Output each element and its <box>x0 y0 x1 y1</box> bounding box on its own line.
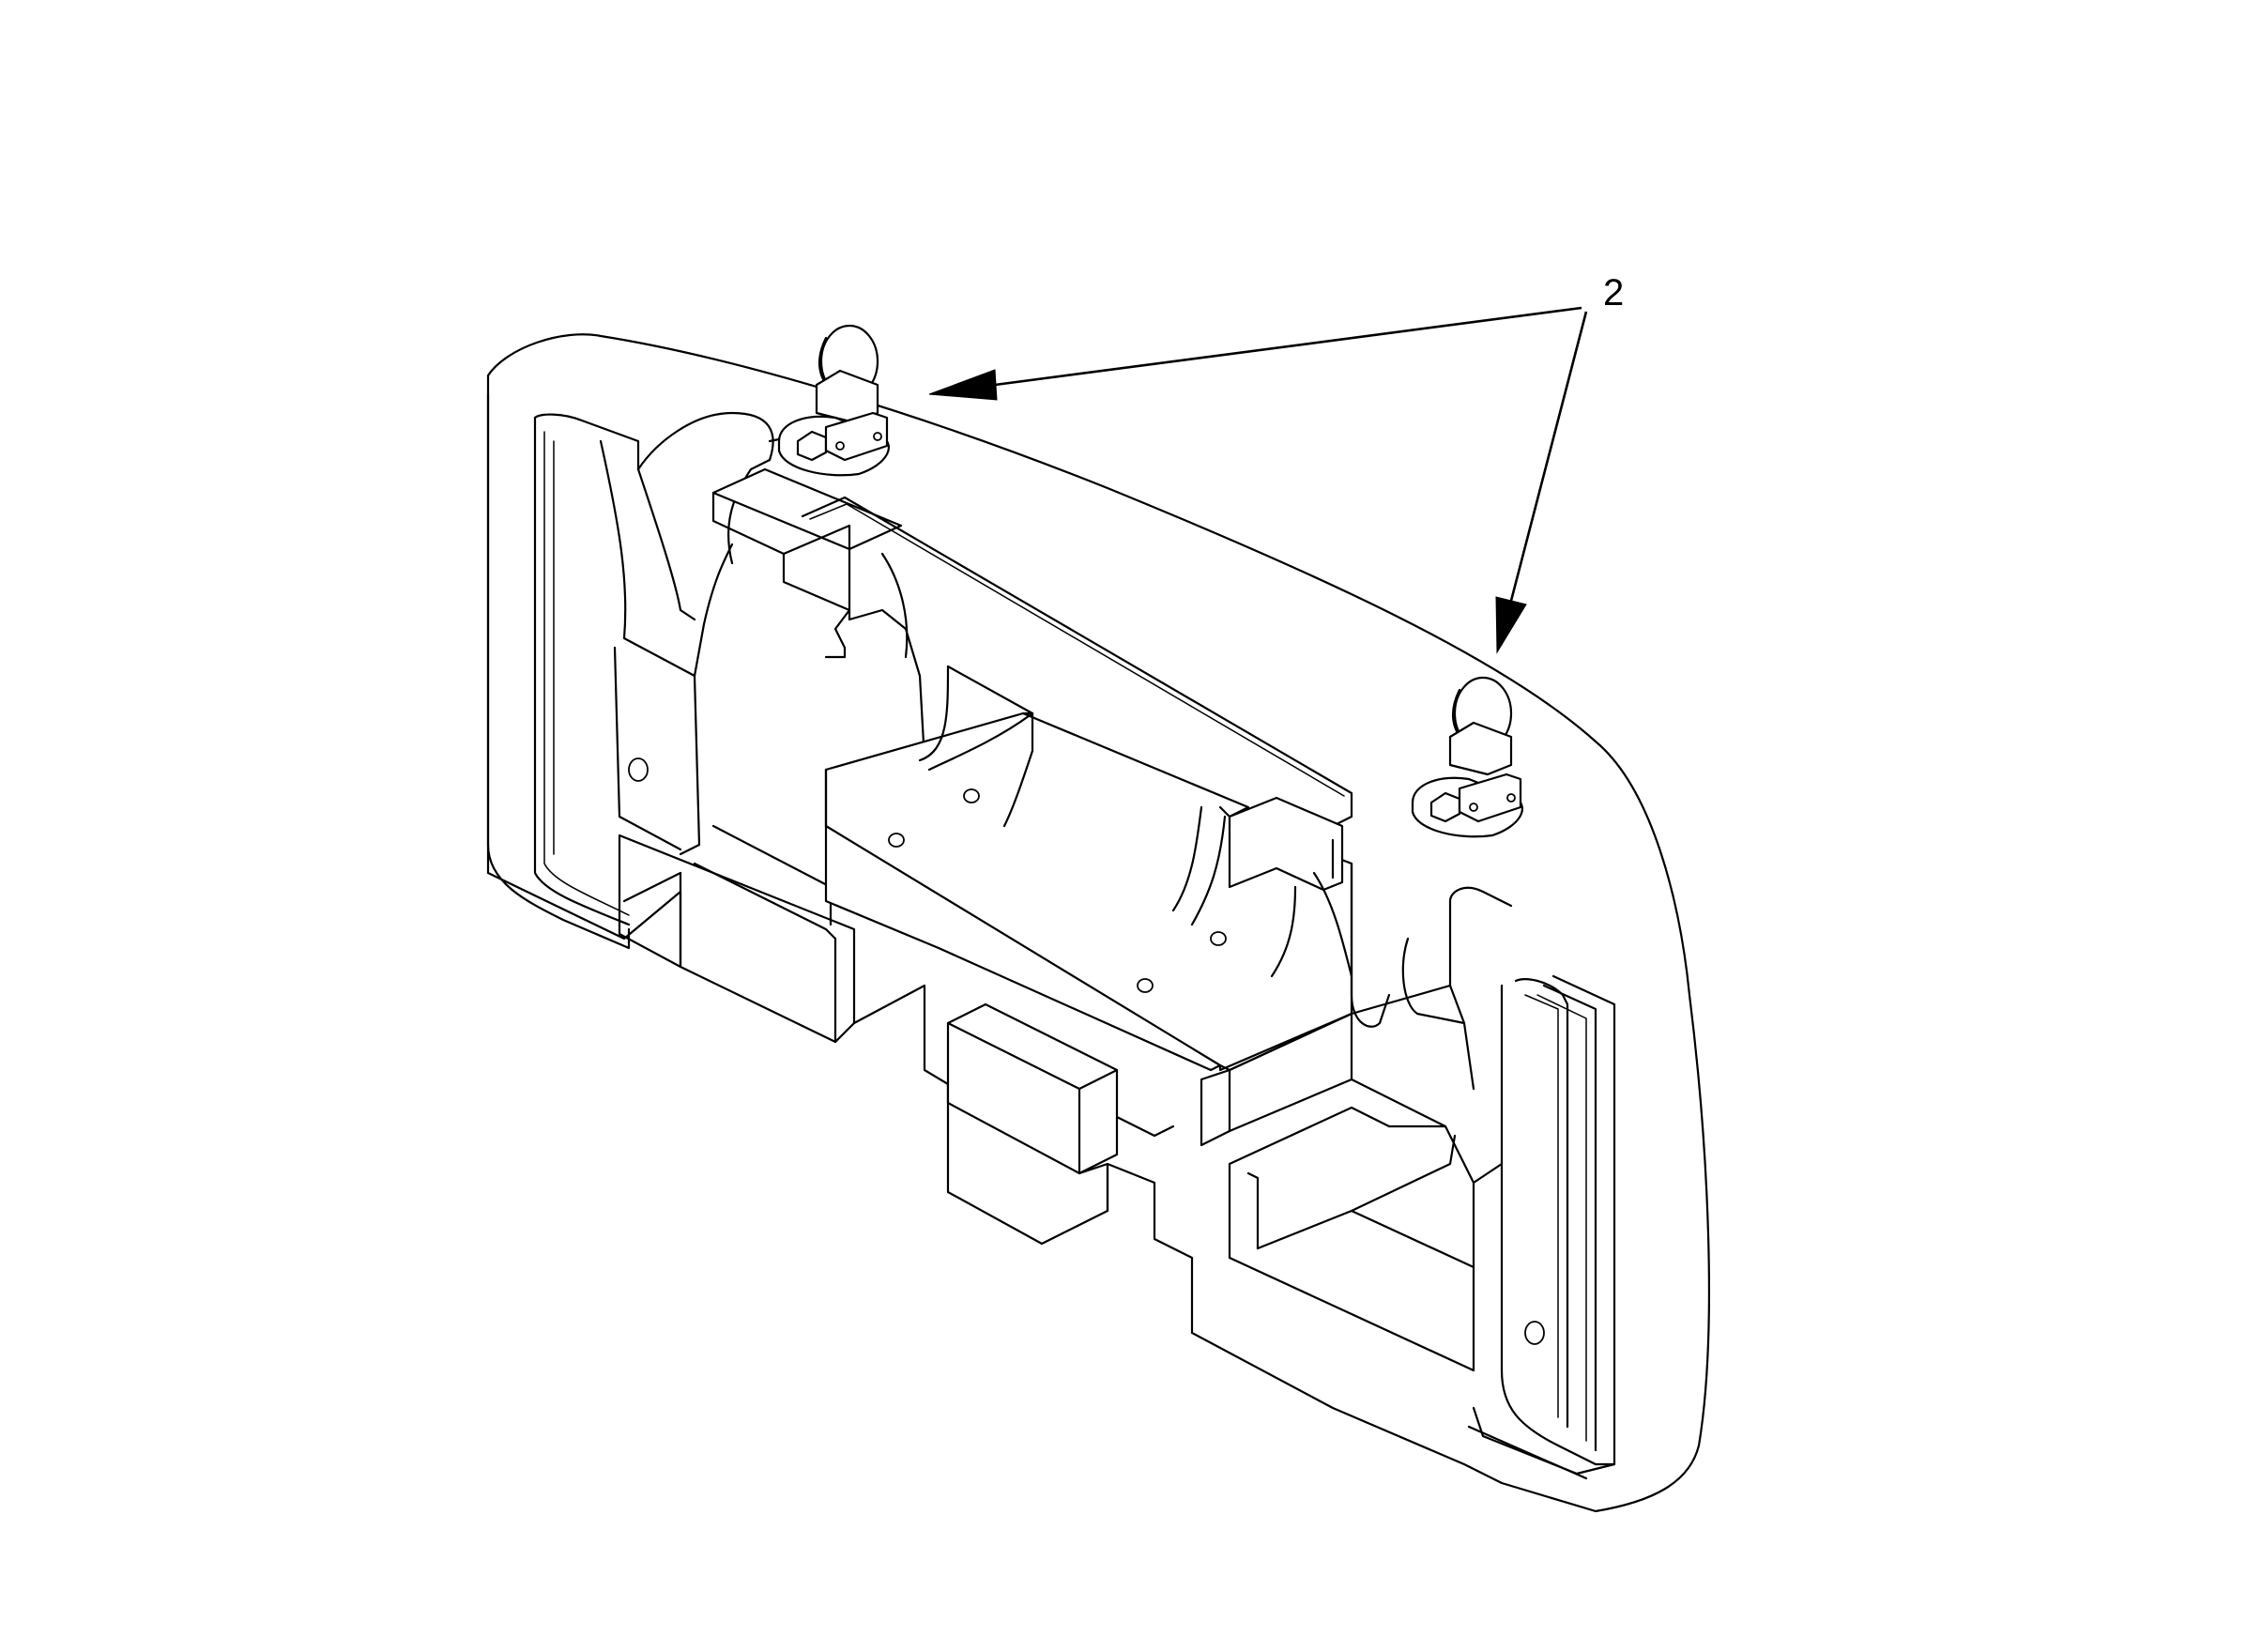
callout-2-leaders <box>928 306 1588 654</box>
counterweight-body <box>486 333 1710 1513</box>
lifting-eye-left <box>777 324 890 477</box>
callout-label-2: 2 <box>1603 272 1624 314</box>
lifting-eye-right <box>1411 676 1523 838</box>
